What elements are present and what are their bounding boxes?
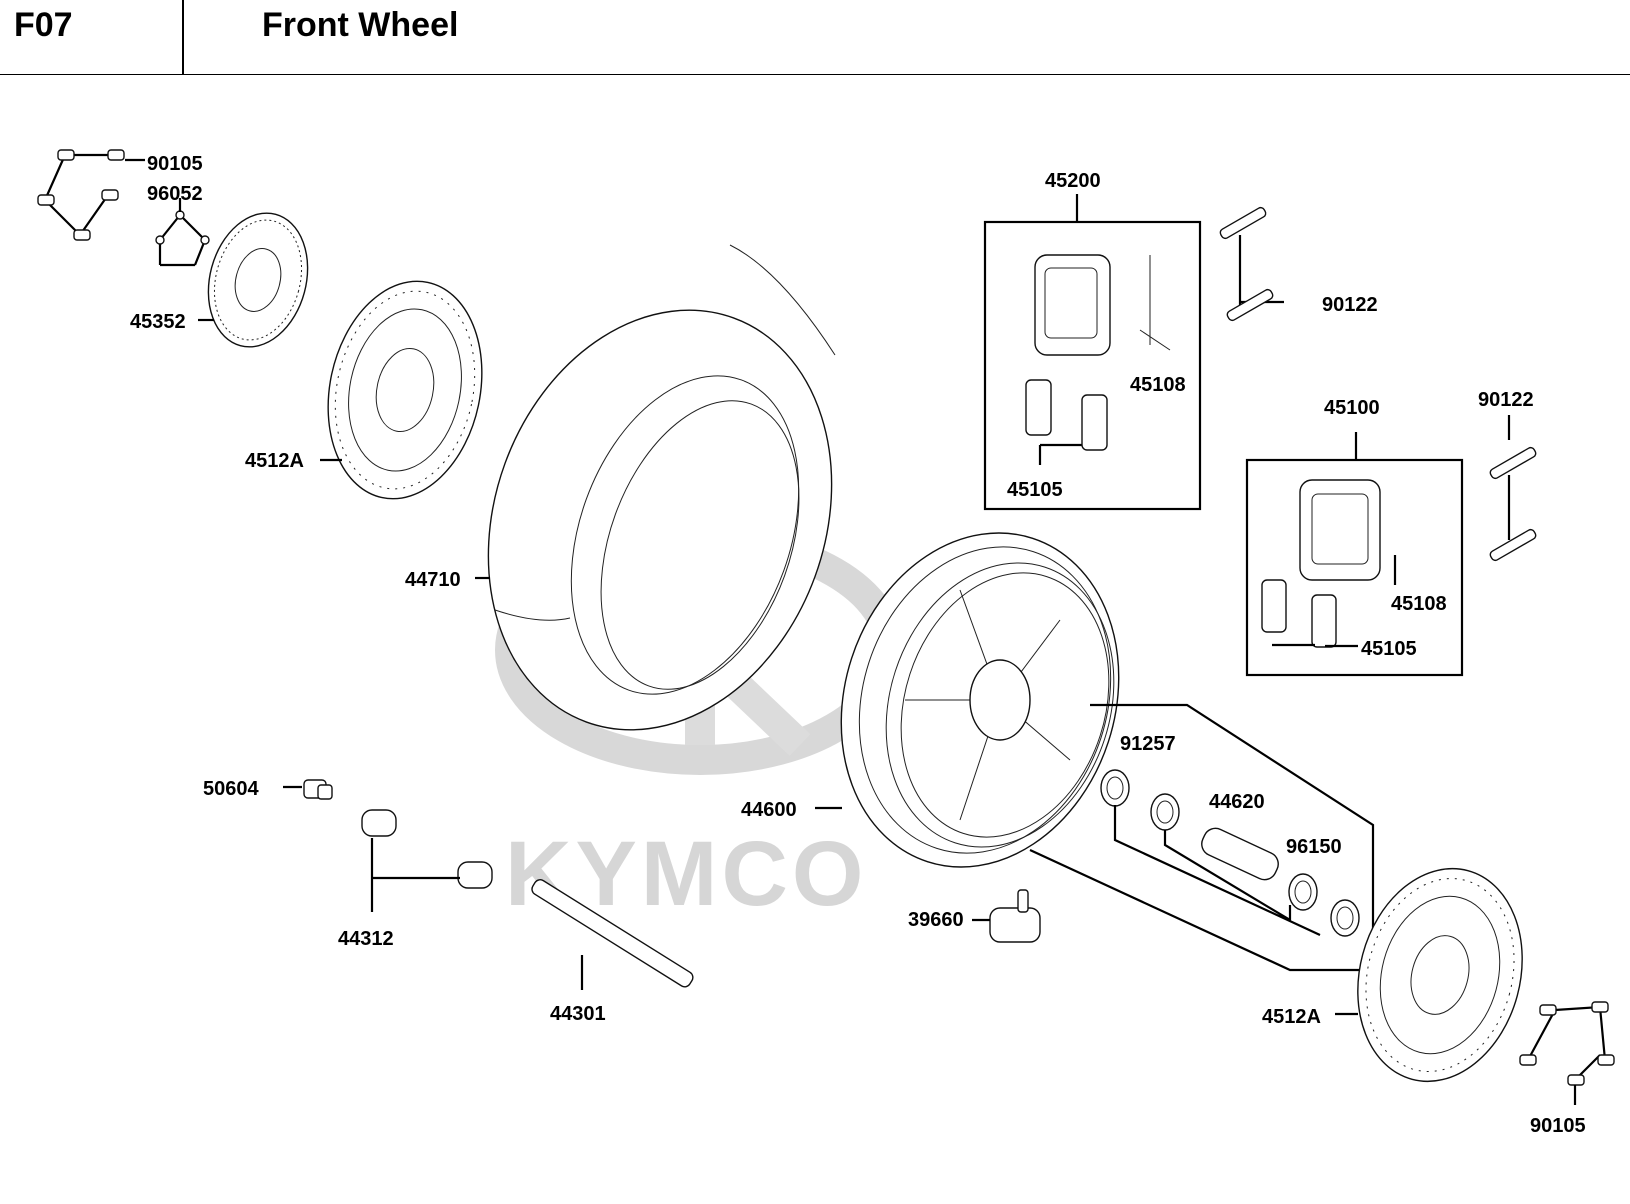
callout-96052: 96052 [147,183,203,205]
bolts-90105-top [37,149,125,241]
callout-44301: 44301 [550,1003,606,1025]
callout-96150: 96150 [1286,836,1342,858]
leader-lines [125,158,1358,1016]
front-axle-44301 [531,879,694,990]
callout-50604: 50604 [203,778,259,800]
callout-44620: 44620 [1209,791,1265,813]
caliper-assembly-45100 [1245,432,1464,677]
caliper-assembly-45200 [983,194,1202,511]
callout-4512a: 4512A [245,450,304,472]
brake-disc-right-4512a [1357,867,1523,1083]
spacers-96052 [155,210,210,267]
callout-45105-right: 45105 [1361,638,1417,660]
brake-disc-left-4512a [327,280,483,500]
page-header: F07 Front Wheel [0,0,1630,75]
callout-45108: 45108 [1130,374,1186,396]
tpms-valve-39660 [989,889,1041,943]
callout-45352: 45352 [130,311,186,333]
callout-4512a-right: 4512A [1262,1006,1321,1028]
callout-44600: 44600 [741,799,797,821]
callout-91257: 91257 [1120,733,1176,755]
callout-39660: 39660 [908,909,964,931]
callout-44710: 44710 [405,569,461,591]
callout-90105-right: 90105 [1530,1115,1586,1137]
bolts-90105-bottom [1519,1001,1615,1105]
tire-44710 [487,244,836,731]
pins-90122-right [1489,415,1537,562]
callout-45108-right: 45108 [1391,593,1447,615]
callout-45105: 45105 [1007,479,1063,501]
collars-44312 [361,809,493,912]
callout-labels: 90105 96052 45352 4512A 44710 45200 4510… [130,153,1586,1137]
pins-90122-top [1219,206,1284,322]
callout-45100: 45100 [1324,397,1380,419]
callout-90122-right: 90122 [1478,389,1534,411]
axle-bearing-group [1029,703,1375,972]
page-title: Front Wheel [262,6,459,44]
callout-45200: 45200 [1045,170,1101,192]
abs-tone-ring-45352 [207,212,309,348]
callout-44312: 44312 [338,928,394,950]
callout-90122: 90122 [1322,294,1378,316]
header-divider [182,0,184,74]
section-code: F07 [14,6,73,44]
callout-90105: 90105 [147,153,203,175]
wheel-rim-44600 [840,532,1120,868]
axle-nut-50604 [303,779,333,800]
